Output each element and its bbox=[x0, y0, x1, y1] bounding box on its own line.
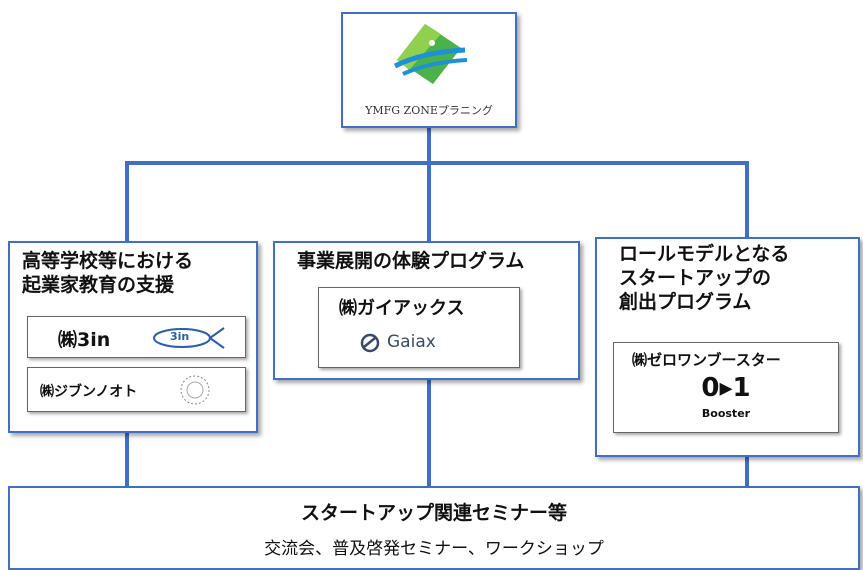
gaiax-logo-icon bbox=[360, 333, 380, 353]
bottom-title: スタートアップ関連セミナー等 bbox=[300, 502, 567, 524]
bottom-seminar-box: スタートアップ関連セミナー等 交流会、普及啓発セミナー、ワークショップ bbox=[8, 486, 860, 570]
left-program-box: 高等学校等における 起業家教育の支援 ㈱3in 3in ㈱ジブンノオト bbox=[8, 241, 258, 433]
connector-horizontal-bar bbox=[125, 161, 749, 165]
connector-center-bottom bbox=[427, 378, 431, 488]
top-org-box: YMFG ZONEプラニング bbox=[341, 12, 517, 128]
company-name-01booster: ㈱ゼロワンブースター bbox=[632, 351, 781, 369]
company-name-3in: ㈱3in bbox=[58, 329, 111, 351]
left-program-title: 高等学校等における 起業家教育の支援 bbox=[22, 250, 194, 296]
connector-center-drop bbox=[427, 161, 431, 243]
right-program-box: ロールモデルとなる スタートアップの 創出プログラム ㈱ゼロワンブースター 0▸… bbox=[595, 237, 860, 457]
connector-left-drop bbox=[125, 161, 129, 243]
3in-logo-text: 3in bbox=[170, 330, 190, 343]
connector-right-drop bbox=[745, 161, 749, 239]
01booster-logo-text: Booster bbox=[701, 407, 751, 420]
company-name-gaiax: ㈱ガイアックス bbox=[339, 298, 465, 319]
bottom-subtitle: 交流会、普及啓発セミナー、ワークショップ bbox=[264, 539, 604, 559]
right-program-title: ロールモデルとなる スタートアップの 創出プログラム bbox=[619, 243, 790, 313]
company-name-jibunnote: ㈱ジブンノオト bbox=[40, 384, 138, 400]
connector-left-bottom bbox=[125, 432, 129, 488]
company-card-3in: ㈱3in 3in bbox=[27, 316, 246, 358]
jibunnote-logo-icon bbox=[180, 375, 210, 405]
connector-right-bottom bbox=[745, 455, 749, 488]
3in-logo-icon bbox=[153, 327, 225, 349]
01booster-logo-mark: 0▸1 bbox=[701, 373, 751, 403]
gaiax-logo-text: Gaiax bbox=[387, 332, 436, 352]
center-program-box: 事業展開の体験プログラム ㈱ガイアックス Gaiax bbox=[273, 241, 580, 380]
company-card-01booster: ㈱ゼロワンブースター 0▸1 Booster bbox=[613, 342, 839, 433]
center-program-title: 事業展開の体験プログラム bbox=[297, 250, 525, 272]
org-name: YMFG ZONEプラニング bbox=[365, 104, 493, 117]
company-card-gaiax: ㈱ガイアックス Gaiax bbox=[318, 287, 520, 368]
ymfg-zone-logo-icon bbox=[393, 24, 468, 84]
connector-top-vertical bbox=[427, 127, 431, 165]
company-card-jibunnote: ㈱ジブンノオト bbox=[27, 367, 246, 412]
